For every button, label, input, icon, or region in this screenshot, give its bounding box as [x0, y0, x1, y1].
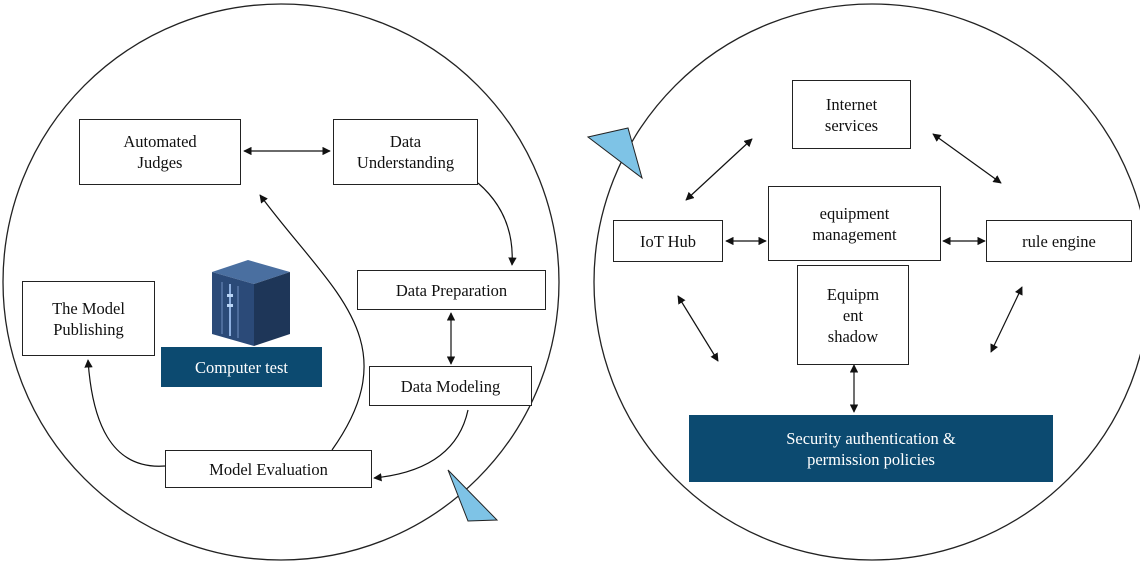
arrow-evaluation-publishing [84, 359, 166, 467]
equipment-shadow-box: Equipm ent shadow [797, 265, 909, 365]
left-cycle-circle [2, 3, 560, 561]
server-icon [212, 260, 290, 346]
cycle-direction-triangle-top [586, 127, 643, 180]
data-preparation-label: Data Preparation [395, 280, 508, 300]
arrow-rule-security [990, 286, 1023, 353]
computer-test-label: Computer test [194, 357, 289, 377]
model-publishing-box: The Model Publishing [22, 281, 155, 356]
automated-judges-box: Automated Judges [79, 119, 241, 185]
rule-engine-label: rule engine [1022, 231, 1096, 251]
data-preparation-box: Data Preparation [357, 270, 546, 310]
right-platform-circle [593, 3, 1140, 561]
rule-engine-box: rule engine [986, 220, 1132, 262]
equipment-management-label: equipment management [812, 203, 897, 244]
arrow-internet-rule [932, 133, 1002, 184]
data-modeling-label: Data Modeling [400, 376, 501, 396]
arrow-hub-internet [685, 138, 753, 201]
arrow-evaluation-judges [259, 194, 365, 451]
equipment-shadow-label: Equipm ent shadow [826, 284, 880, 346]
iot-hub-label: IoT Hub [639, 231, 697, 251]
computer-test-box: Computer test [161, 347, 322, 387]
cycle-direction-triangle-bottom [447, 469, 499, 522]
iot-hub-box: IoT Hub [613, 220, 723, 262]
data-understanding-box: Data Understanding [333, 119, 478, 185]
automated-judges-label: Automated Judges [123, 132, 197, 172]
arrow-understanding-preparation [477, 182, 517, 266]
data-understanding-label: Data Understanding [356, 132, 455, 172]
equipment-management-box: equipment management [768, 186, 941, 261]
security-policies-box: Security authentication & permission pol… [689, 415, 1053, 482]
internet-services-box: Internet services [792, 80, 911, 149]
model-evaluation-box: Model Evaluation [165, 450, 372, 488]
arrow-hub-security [677, 295, 719, 362]
model-evaluation-label: Model Evaluation [209, 459, 328, 479]
internet-services-label: Internet services [824, 94, 879, 135]
security-policies-label: Security authentication & permission pol… [786, 428, 956, 469]
arrow-modeling-evaluation [373, 409, 469, 482]
data-modeling-box: Data Modeling [369, 366, 532, 406]
model-publishing-label: The Model Publishing [52, 298, 125, 339]
